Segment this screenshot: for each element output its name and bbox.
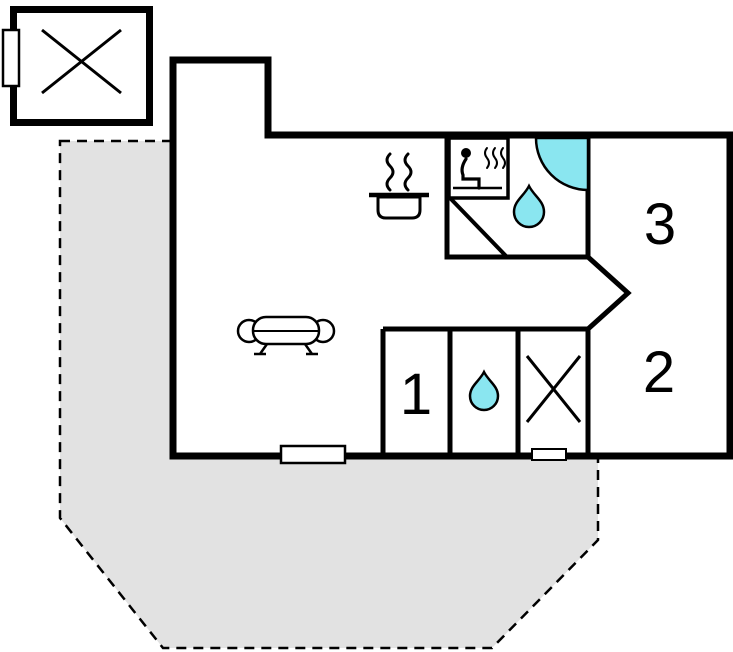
- room-2-label: 2: [643, 340, 675, 405]
- room-1-label: 1: [400, 362, 432, 427]
- terrace-area: [58, 139, 600, 650]
- steam-wave: [403, 152, 413, 192]
- sauna-diagonal-wall: [448, 196, 508, 258]
- room-3-label: 3: [644, 192, 676, 257]
- water-drop-icon: [512, 183, 546, 229]
- sauna-person-head: [461, 148, 471, 158]
- pot-body: [376, 195, 422, 220]
- sauna-heat-waves: [484, 147, 506, 169]
- interior-walls: [380, 135, 632, 456]
- crossed-area-icon: [525, 355, 582, 423]
- corner-shower-icon: [534, 136, 590, 192]
- sauna-person-body: [460, 157, 481, 190]
- interior-wall-rooms-right: [585, 135, 632, 456]
- outbuilding-outline: [10, 6, 153, 126]
- sofa-icon: [236, 315, 336, 356]
- crossed-area-icon: [41, 28, 122, 95]
- steam-wave: [385, 152, 395, 192]
- sauna-icon: [447, 136, 510, 258]
- stove-icon: [369, 152, 429, 220]
- window-marker: [1, 28, 21, 88]
- interior-wall-bath-block: [444, 135, 588, 260]
- sofa-legs: [254, 343, 318, 356]
- window-marker: [279, 444, 347, 465]
- water-drop-icon: [468, 369, 500, 412]
- window-marker: [531, 448, 567, 461]
